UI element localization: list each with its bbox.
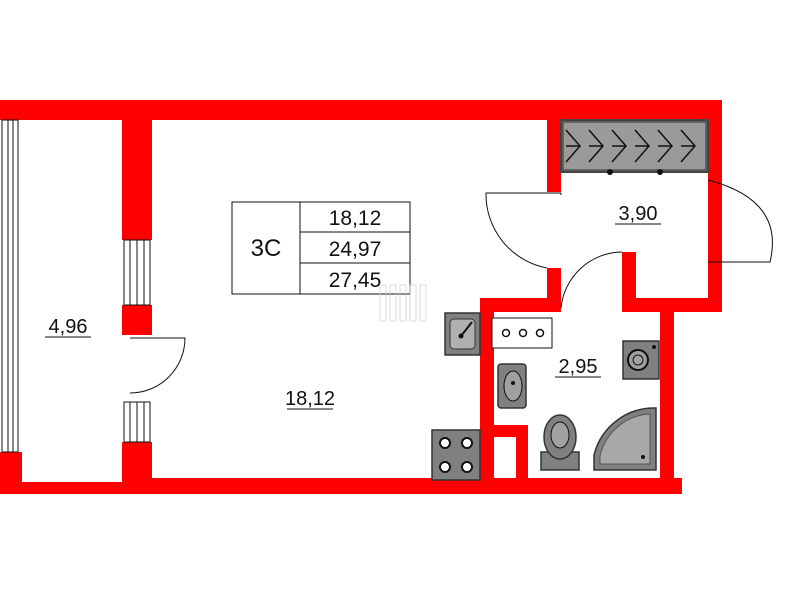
wall-wardrobe-left <box>547 100 561 192</box>
wall-top <box>0 100 722 120</box>
room-area-living: 18,12 <box>285 388 335 410</box>
door-hallway <box>485 192 561 269</box>
wall-balcony-top <box>122 100 152 240</box>
unit-legend: 3С 18,12 24,97 27,45 <box>231 201 411 295</box>
wall-bath-right <box>660 298 674 494</box>
wall-niche-right <box>516 425 528 480</box>
hanger-icon <box>680 129 696 163</box>
stove <box>431 429 481 481</box>
room-area-bathroom: 2,95 <box>559 356 598 378</box>
walls <box>0 100 722 494</box>
toilet <box>540 414 580 471</box>
hanger-icon <box>611 129 627 163</box>
wall-balcony-mid <box>122 305 152 335</box>
wall-bath-top-left <box>480 298 561 312</box>
watermark-mark <box>379 284 427 322</box>
wall-bath-left <box>480 298 494 494</box>
hanger-icon <box>565 129 581 163</box>
shower-cabin <box>593 407 657 471</box>
washing-machine <box>622 340 660 380</box>
wall-right-upper <box>708 100 722 270</box>
cabinet-handles <box>491 317 553 349</box>
wardrobe <box>560 119 709 175</box>
door-entrance <box>707 179 773 263</box>
door-balcony <box>129 337 186 394</box>
window-balcony-upper <box>123 239 151 306</box>
hanger-icon <box>634 129 650 163</box>
hanger-icon <box>657 129 673 163</box>
hanger-icon <box>588 129 604 163</box>
wall-hall-stub <box>622 252 636 312</box>
window-balcony-glazing <box>1 119 19 453</box>
room-area-hallway: 3,90 <box>619 203 658 225</box>
unit-area-with-balcony: 27,45 <box>329 269 382 292</box>
room-area-balcony: 4,96 <box>49 316 88 338</box>
unit-code: 3С <box>251 235 282 262</box>
window-balcony-lower <box>123 401 151 443</box>
unit-total-area: 24,97 <box>329 238 382 261</box>
wall-bottom-thick <box>122 478 682 494</box>
doors <box>129 179 773 394</box>
kitchen-sink <box>444 312 481 356</box>
washbasin <box>497 363 527 409</box>
windows <box>1 119 151 453</box>
door-bathroom <box>560 251 623 309</box>
unit-living-area: 18,12 <box>329 207 382 230</box>
